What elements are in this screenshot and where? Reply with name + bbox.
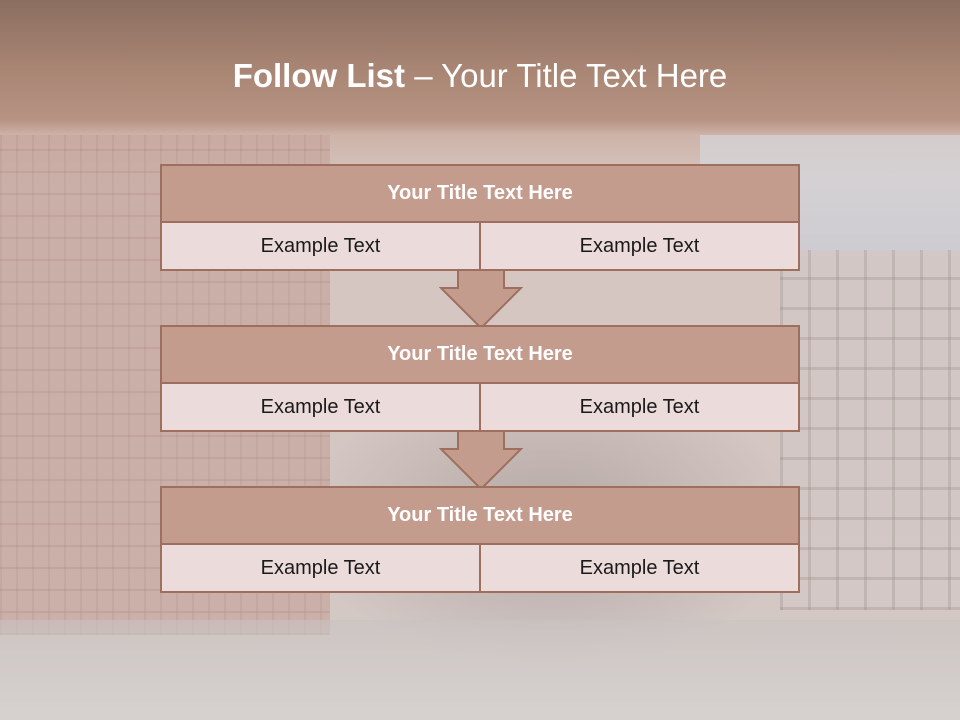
panel-title: Your Title Text Here: [162, 166, 798, 223]
building-right: [780, 250, 960, 610]
panel-row: Example Text Example Text: [162, 545, 798, 591]
slide-title: Follow List – Your Title Text Here: [0, 52, 960, 100]
panel-row: Example Text Example Text: [162, 384, 798, 430]
panel-title: Your Title Text Here: [162, 327, 798, 384]
list-panel-1: Your Title Text Here Example Text Exampl…: [160, 164, 800, 271]
down-arrow-icon: [439, 431, 523, 491]
ground-area: [0, 620, 960, 720]
slide-title-bold: Follow List: [232, 57, 415, 94]
panel-title: Your Title Text Here: [162, 488, 798, 545]
panel-cell-left: Example Text: [162, 223, 479, 269]
slide-title-rest: – Your Title Text Here: [414, 57, 728, 94]
panel-cell-right: Example Text: [479, 545, 798, 591]
panel-cell-left: Example Text: [162, 384, 479, 430]
panel-cell-left: Example Text: [162, 545, 479, 591]
panel-cell-right: Example Text: [479, 223, 798, 269]
list-panel-3: Your Title Text Here Example Text Exampl…: [160, 486, 800, 593]
down-arrow-icon: [439, 270, 523, 330]
list-panel-2: Your Title Text Here Example Text Exampl…: [160, 325, 800, 432]
panel-cell-right: Example Text: [479, 384, 798, 430]
panel-row: Example Text Example Text: [162, 223, 798, 269]
